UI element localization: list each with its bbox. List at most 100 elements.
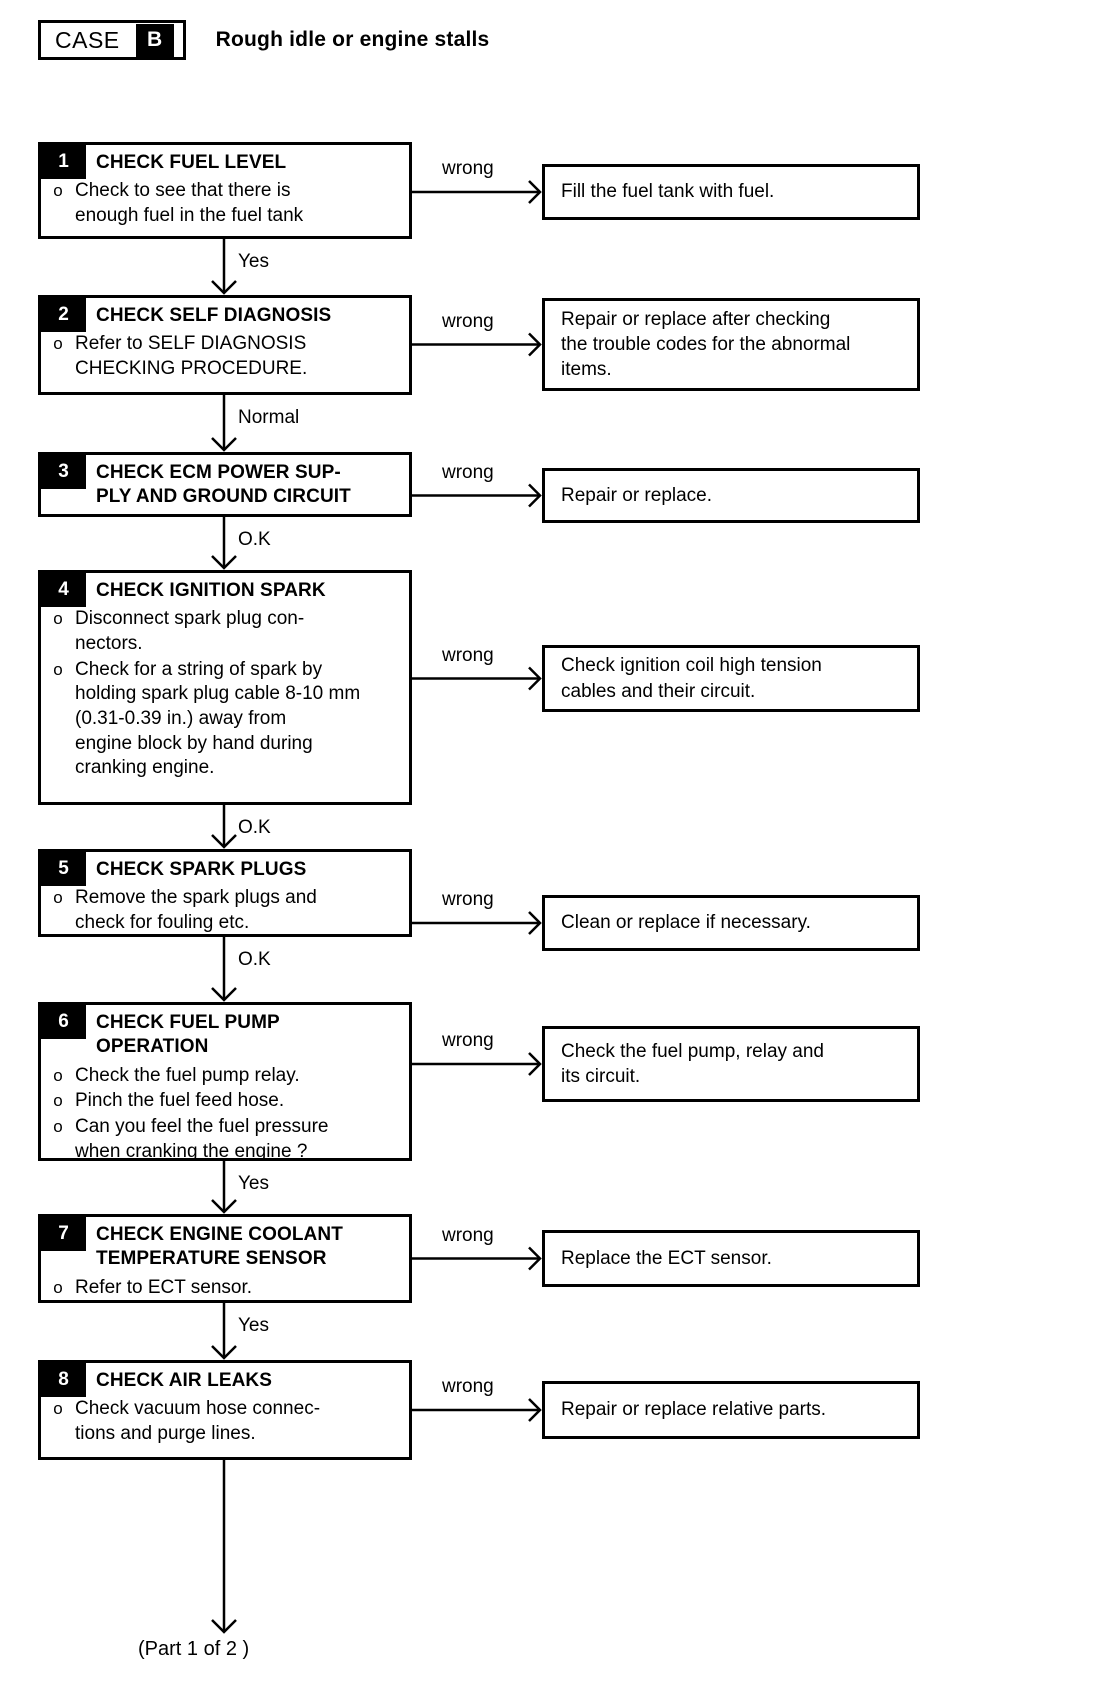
- arrow-down-icon: [211, 987, 237, 1002]
- arrow-down-icon: [211, 1619, 237, 1634]
- arrow-down-icon: [211, 834, 237, 849]
- bullet-text: Disconnect spark plug con- nectors.: [75, 608, 305, 654]
- step-bullet: o Check the fuel pump relay.: [41, 1064, 403, 1089]
- result-box-3[interactable]: Repair or replace.: [542, 468, 920, 523]
- step-number-badge: 7: [41, 1217, 86, 1251]
- bullet-text: Remove the spark plugs and check for fou…: [75, 887, 317, 933]
- step-box-1[interactable]: 1 CHECK FUEL LEVEL o Check to see that ther…: [38, 142, 412, 239]
- bullet-text: Check the fuel pump relay.: [75, 1064, 300, 1086]
- step-bullet: o Can you feel the fuel pressure when cra…: [41, 1115, 403, 1164]
- step-body: o Refer to ECT sensor.: [41, 1276, 409, 1309]
- arrow-down-icon: [211, 1345, 237, 1360]
- case-label: CASE: [55, 26, 120, 53]
- arrow-down-icon: [211, 1199, 237, 1214]
- step-number-badge: 3: [41, 455, 86, 489]
- step-box-3[interactable]: 3 CHECK ECM POWER SUP- PLY AND GROUND CIR…: [38, 452, 412, 517]
- result-text: Fill the fuel tank with fuel.: [561, 181, 775, 203]
- step-title: CHECK FUEL PUMP OPERATION: [96, 1012, 280, 1058]
- result-text: Repair or replace relative parts.: [561, 1399, 827, 1421]
- arrow-right-icon: [528, 180, 542, 204]
- step-box-5[interactable]: 5 CHECK SPARK PLUGS o Remove the spark plug…: [38, 849, 412, 937]
- step-body: o Remove the spark plugs and check for fo…: [41, 886, 409, 943]
- result-text: Check ignition coil high tension cables …: [561, 655, 822, 702]
- branch-label-wrong-3: wrong: [442, 461, 494, 483]
- part-footer: (Part 1 of 2 ): [138, 1638, 250, 1660]
- page-title: Rough idle or engine stalls: [215, 28, 490, 51]
- arrow-down-icon: [211, 437, 237, 452]
- bullet-text: Pinch the fuel feed hose.: [75, 1090, 285, 1112]
- result-text: Clean or replace if necessary.: [561, 912, 811, 934]
- case-badge: CASE B: [38, 20, 186, 60]
- flow-label-7: Yes: [238, 1315, 269, 1336]
- step-title: CHECK SPARK PLUGS: [96, 859, 307, 880]
- bullet-circle-icon: o: [53, 1117, 63, 1136]
- result-box-8[interactable]: Repair or replace relative parts.: [542, 1381, 920, 1439]
- bullet-circle-icon: o: [53, 888, 63, 908]
- step-bullet: o Check to see that there is enough fuel …: [41, 179, 403, 228]
- step-title: CHECK ENGINE COOLANT TEMPERATURE SENSOR: [96, 1224, 343, 1270]
- branch-label-wrong-2: wrong: [442, 310, 494, 332]
- step-title: CHECK AIR LEAKS: [96, 1370, 273, 1391]
- step-number-badge: 8: [41, 1363, 86, 1397]
- step-number-badge: 5: [41, 852, 86, 886]
- result-text: Check the fuel pump, relay and its circu…: [561, 1040, 824, 1087]
- step-bullet: o Refer to SELF DIAGNOSIS CHECKING PROCED…: [41, 332, 403, 381]
- bullet-circle-icon: o: [53, 609, 63, 629]
- step-box-7[interactable]: 7 CHECK ENGINE COOLANT TEMPERATURE SENSOR…: [38, 1214, 412, 1303]
- bullet-circle-icon: o: [53, 1277, 63, 1297]
- flow-label-4: O.K: [238, 817, 271, 838]
- flow-label-6: Yes: [238, 1173, 269, 1194]
- step-number-badge: 1: [41, 145, 86, 179]
- step-number-badge: 4: [41, 573, 86, 607]
- flow-label-3: O.K: [238, 529, 271, 550]
- arrow-right-icon: [528, 911, 542, 935]
- branch-label-wrong-8: wrong: [442, 1376, 494, 1397]
- step-title: CHECK SELF DIAGNOSIS: [96, 305, 332, 326]
- bullet-circle-icon: o: [53, 1065, 63, 1085]
- step-bullet: o Refer to ECT sensor.: [41, 1276, 403, 1301]
- result-box-5[interactable]: Clean or replace if necessary.: [542, 895, 920, 951]
- bullet-text: Refer to ECT sensor.: [75, 1276, 253, 1298]
- arrow-right-icon: [528, 1052, 542, 1076]
- flow-label-2: Normal: [238, 407, 300, 428]
- arrow-right-icon: [528, 332, 542, 357]
- result-text: Repair or replace after checking the tro…: [561, 308, 851, 381]
- bullet-text: Check vacuum hose connec- tions and purg…: [75, 1398, 321, 1444]
- step-body: o Refer to SELF DIAGNOSIS CHECKING PROCED…: [41, 332, 409, 389]
- step-title: CHECK ECM POWER SUP- PLY AND GROUND CIRC…: [96, 462, 351, 508]
- result-box-2[interactable]: Repair or replace after checking the tro…: [542, 298, 920, 391]
- bullet-text: Can you feel the fuel pressure when cran…: [75, 1116, 329, 1162]
- case-letter-badge: B: [135, 23, 174, 57]
- bullet-circle-icon: o: [53, 334, 63, 354]
- arrow-down-icon: [211, 555, 237, 570]
- result-box-6[interactable]: Check the fuel pump, relay and its circu…: [542, 1026, 920, 1102]
- result-box-7[interactable]: Replace the ECT sensor.: [542, 1230, 920, 1287]
- result-box-1[interactable]: Fill the fuel tank with fuel.: [542, 164, 920, 220]
- arrow-right-icon: [528, 1246, 542, 1271]
- bullet-circle-icon: o: [53, 181, 63, 201]
- arrow-right-icon: [528, 483, 542, 508]
- step-bullet: o Disconnect spark plug con- nectors.: [41, 607, 403, 656]
- step-body: o Check to see that there is enough fuel …: [41, 179, 409, 236]
- bullet-circle-icon: o: [53, 659, 63, 679]
- bullet-text: Check to see that there is enough fuel i…: [75, 180, 304, 226]
- step-title: CHECK FUEL LEVEL: [96, 152, 287, 173]
- result-text: Repair or replace.: [561, 484, 713, 506]
- arrow-right-icon: [528, 666, 542, 691]
- bullet-text: Refer to SELF DIAGNOSIS CHECKING PROCEDU…: [75, 333, 308, 379]
- result-box-4[interactable]: Check ignition coil high tension cables …: [542, 645, 920, 712]
- branch-label-wrong-5: wrong: [442, 889, 494, 910]
- flow-label-5: O.K: [238, 949, 271, 970]
- arrow-right-icon: [528, 1398, 542, 1422]
- branch-label-wrong-4: wrong: [442, 644, 494, 666]
